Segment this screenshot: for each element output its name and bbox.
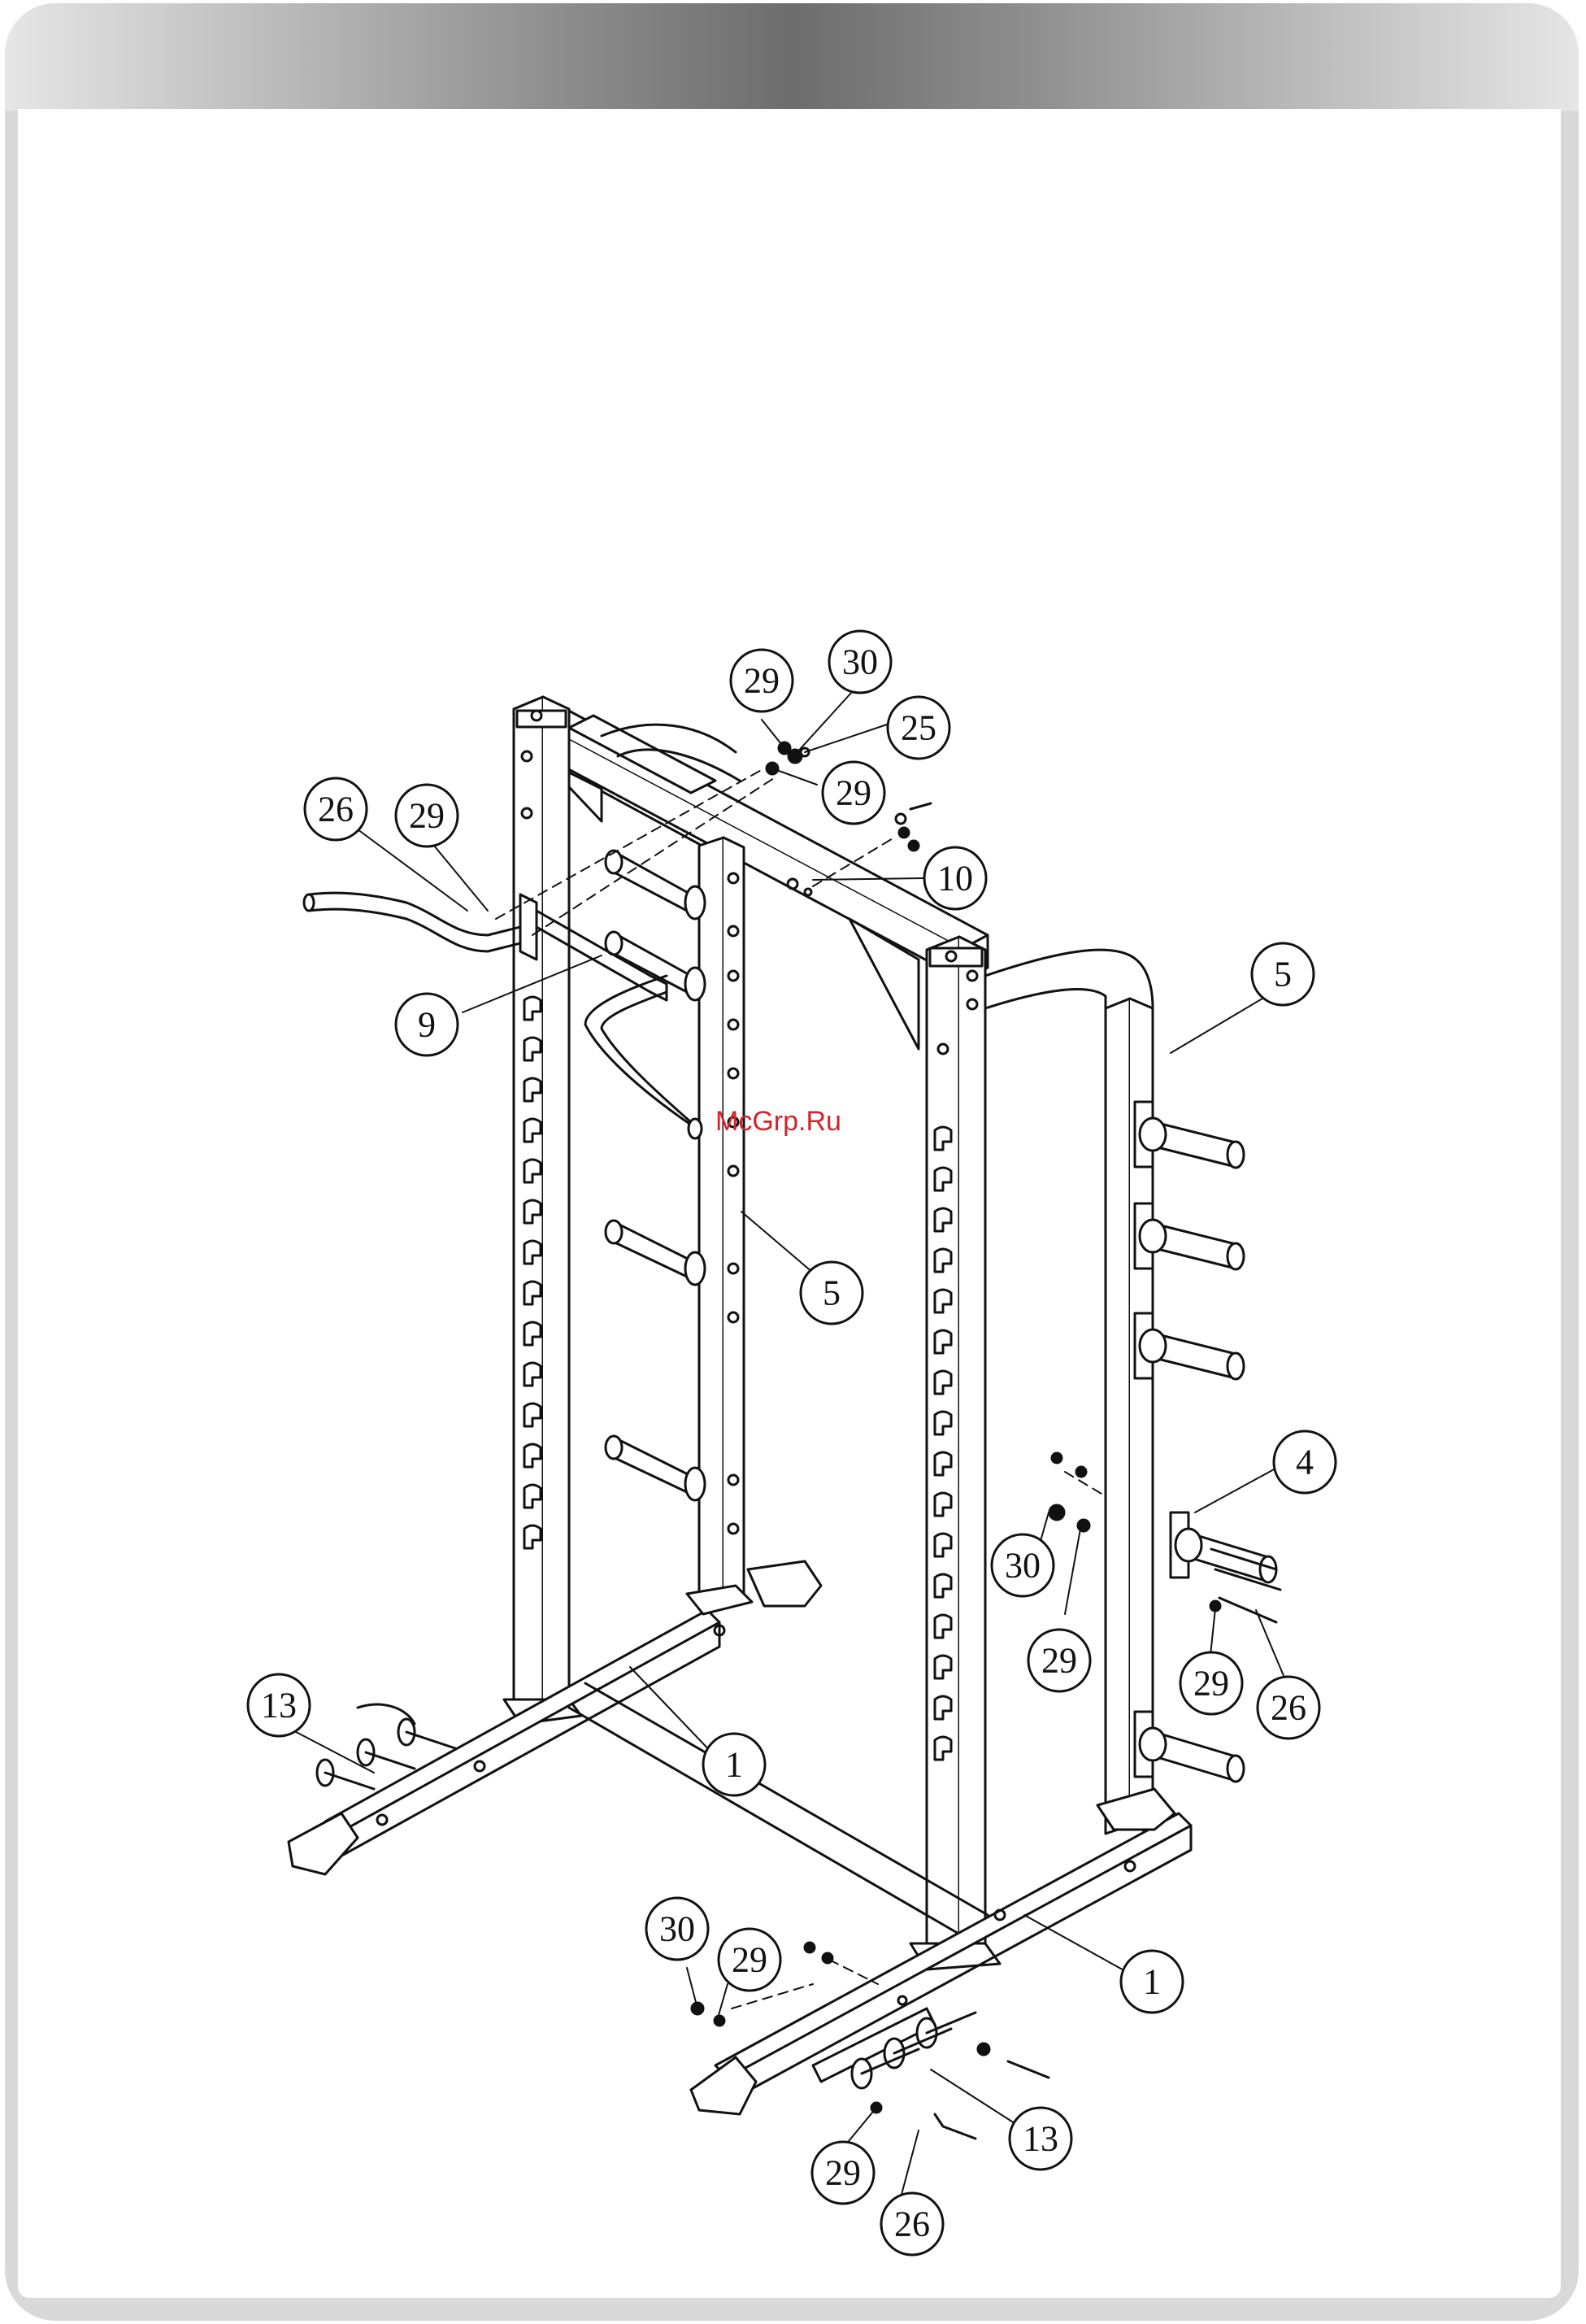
callout-label: 29 [732, 1940, 767, 1980]
callout-label: 29 [409, 796, 445, 836]
callout-label: 1 [1143, 1962, 1161, 2002]
callout-label: 13 [1023, 2119, 1058, 2159]
callout-label: 30 [1005, 1546, 1041, 1586]
right-front-upright [910, 937, 1000, 1969]
callout-label: 29 [1193, 1664, 1229, 1704]
callout-label: 25 [901, 708, 936, 748]
callout-label: 13 [261, 1686, 297, 1726]
watermark-text: McGrp.Ru [715, 1106, 841, 1137]
base-left [289, 1561, 988, 1943]
callout-label: 10 [937, 859, 973, 899]
callout-label: 5 [823, 1273, 841, 1313]
callout-label: 30 [842, 642, 878, 682]
callout-label: 29 [1041, 1641, 1077, 1681]
plate-horns-center [606, 851, 705, 1500]
callout-label: 26 [894, 2204, 930, 2244]
left-front-upright [504, 697, 581, 1724]
callout-label: 4 [1296, 1443, 1314, 1482]
callout-label: 29 [825, 2153, 861, 2193]
alignment-lines [496, 768, 1106, 2008]
callout-label: 1 [725, 1745, 743, 1785]
callout-label: 30 [659, 1909, 695, 1949]
callout-label: 26 [318, 790, 354, 829]
callout-label: 29 [744, 661, 780, 701]
callout-label: 29 [836, 773, 871, 813]
callout-label: 26 [1271, 1688, 1306, 1728]
callout-label: 5 [1274, 955, 1292, 994]
dip-handle [304, 893, 702, 1138]
callout-label: 9 [418, 1005, 436, 1045]
